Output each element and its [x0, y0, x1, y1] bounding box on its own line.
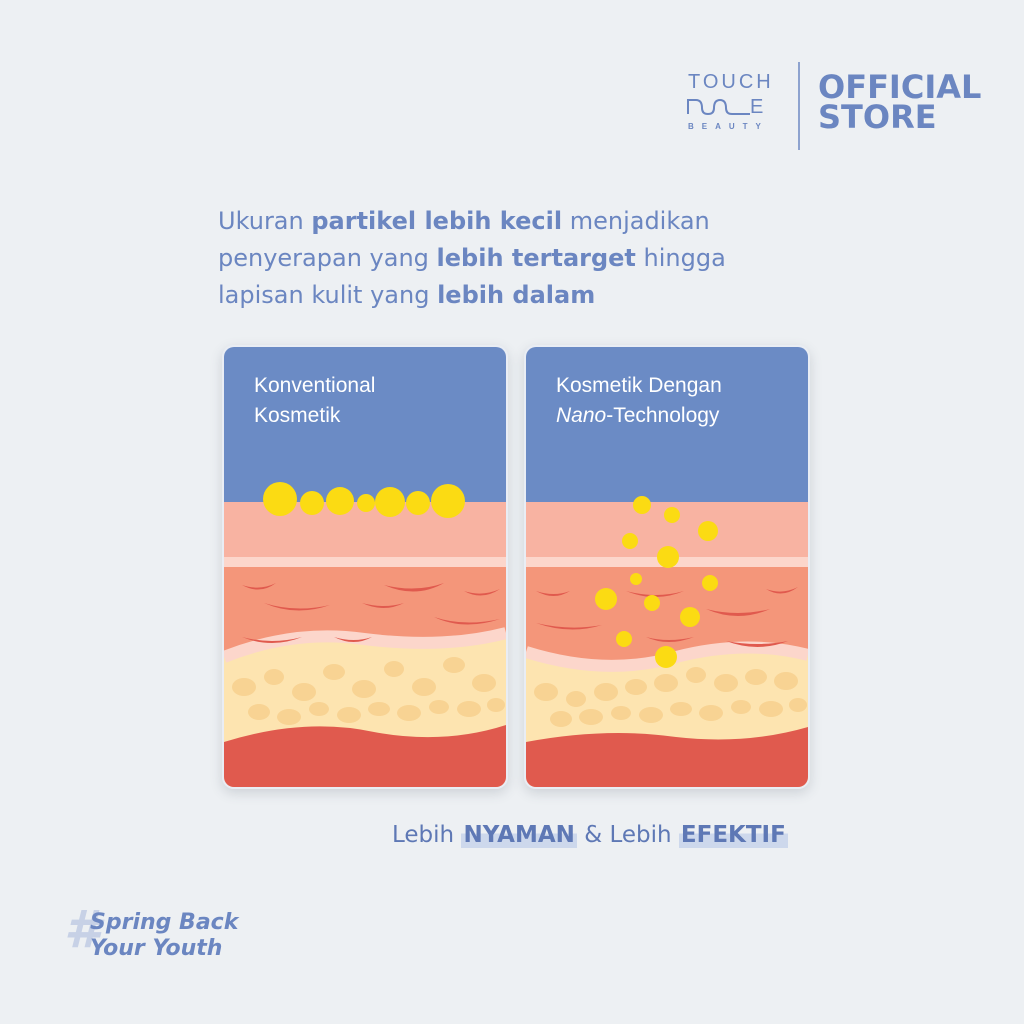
- headline-part: menjadikan penyerapan yang: [218, 207, 710, 272]
- card-title-line2: Kosmetik: [254, 404, 341, 427]
- headline-bold-part: lebih tertarget: [436, 244, 636, 272]
- hashtag-line2: Your Youth: [90, 936, 223, 961]
- hashtag-slogan: # Spring Back Your Youth: [64, 904, 324, 974]
- headline-bold-part: lebih dalam: [437, 281, 596, 309]
- logo-wave-icon: [687, 98, 750, 116]
- card-title: Konventional Kosmetik: [254, 371, 375, 431]
- tagline-text: Lebih: [392, 822, 462, 848]
- logo-beauty-text: BEAUTY: [688, 122, 769, 131]
- brand-divider: [798, 62, 800, 150]
- hashtag-line1: Spring Back: [90, 910, 239, 935]
- tagline-text: & Lebih: [576, 822, 679, 848]
- logo-touch-text: TOUCH: [688, 71, 774, 93]
- headline: Ukuran partikel lebih kecil menjadikan p…: [218, 203, 818, 314]
- skin-layers-illustration: [526, 347, 808, 787]
- headline-part: Ukuran: [218, 207, 312, 235]
- store-line1: OFFICIAL: [818, 68, 982, 106]
- card-title-line2: Nano-Technology: [556, 401, 722, 431]
- store-line2: STORE: [818, 98, 937, 136]
- headline-bold-part: partikel lebih kecil: [311, 207, 563, 235]
- skin-layers-illustration: [224, 347, 506, 787]
- nano-technology-card: Kosmetik Dengan Nano-Technology: [524, 345, 810, 789]
- tagline-highlight-nyaman: NYAMAN: [461, 822, 577, 848]
- brand-logo: TOUCH E BEAUTY OFFICIAL STORE: [680, 62, 982, 152]
- card-title: Kosmetik Dengan Nano-Technology: [556, 371, 722, 431]
- card-title-line1: Kosmetik Dengan: [556, 374, 722, 397]
- card-title-line1: Konventional: [254, 374, 376, 397]
- technology-text: -Technology: [606, 404, 720, 427]
- logo-e-text: E: [750, 96, 764, 118]
- tagline-highlight-efektif: EFEKTIF: [678, 822, 788, 848]
- tagline: Lebih NYAMAN & Lebih EFEKTIF: [392, 822, 788, 848]
- headline-part: hingga lapisan kulit yang: [218, 244, 726, 309]
- hashtag-text: Spring Back Your Youth: [90, 910, 238, 962]
- official-store-label: OFFICIAL STORE: [818, 68, 982, 136]
- conventional-cosmetic-card: Konventional Kosmetik: [222, 345, 508, 789]
- nano-italic-text: Nano: [556, 404, 607, 427]
- hash-icon: #: [64, 900, 101, 960]
